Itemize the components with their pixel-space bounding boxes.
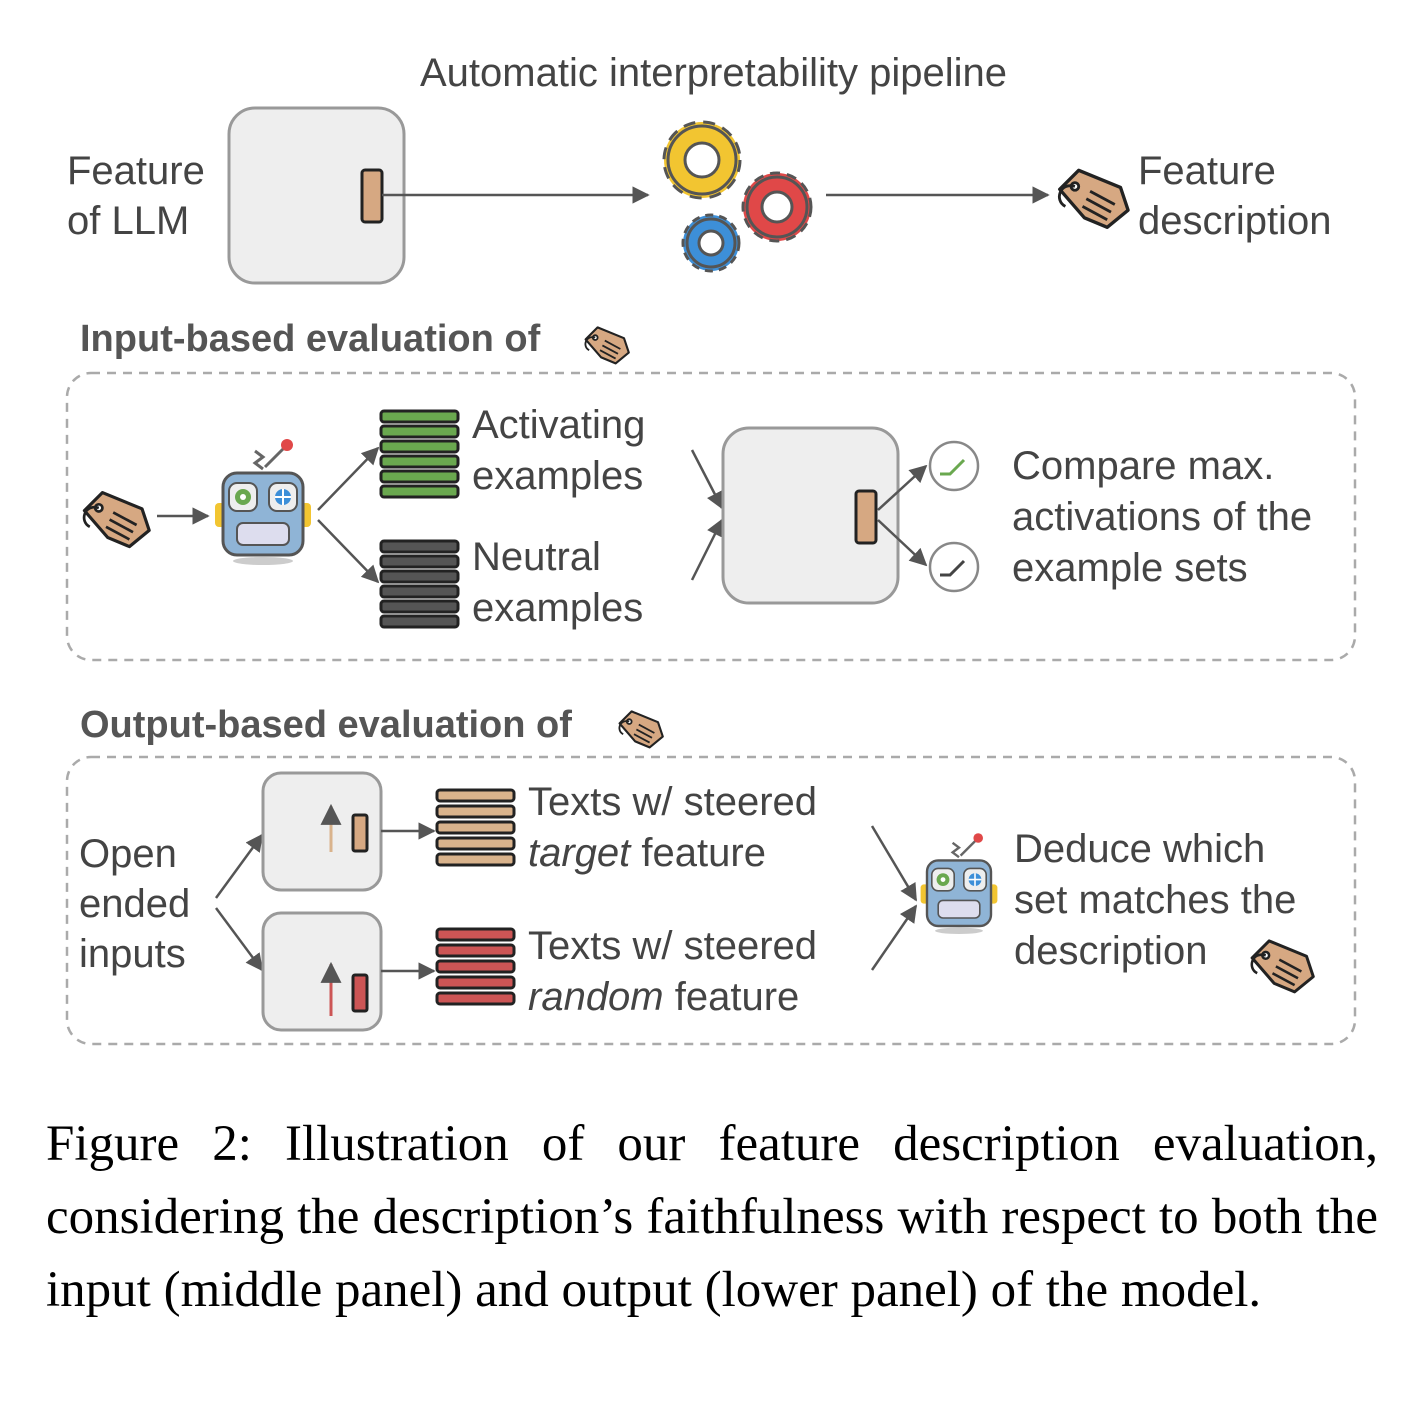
feature-neuron-target [351, 813, 369, 853]
target-text-line [435, 804, 516, 819]
activating-example-line [379, 469, 460, 484]
neutral-example-line [379, 539, 460, 554]
neutral-examples-stack [379, 539, 460, 629]
robot-icon [919, 832, 999, 936]
neutral-example-line [379, 554, 460, 569]
neutral-example-line [379, 584, 460, 599]
activating-example-line [379, 454, 460, 469]
robot-icon [213, 437, 313, 567]
activating-examples-stack [379, 409, 460, 499]
random-texts-label: Texts w/ steered random feature [528, 924, 818, 1019]
diagram [65, 106, 1357, 1046]
tag-icon [584, 326, 630, 365]
tag-icon [82, 491, 151, 549]
activating-example-line [379, 409, 460, 424]
target-texts-label: Texts w/ steered target feature [528, 780, 818, 875]
checkmark-icon [928, 440, 980, 492]
neutral-example-line [379, 614, 460, 629]
pipeline-title: Automatic interpretability pipeline [420, 51, 1007, 95]
output-panel-heading: Output-based evaluation of [80, 704, 572, 746]
feature-neuron-random [351, 973, 369, 1013]
llm-box-input [721, 426, 900, 605]
tag-icon [618, 710, 664, 749]
target-text-line [435, 836, 516, 851]
figure-caption: Figure 2: Illustration of our feature de… [46, 1116, 1378, 1318]
open-ended-inputs-label: Open ended inputs [79, 832, 191, 976]
neutral-example-line [379, 569, 460, 584]
gears-icon [662, 120, 813, 273]
deduce-label: Deduce which set matches the description [1014, 827, 1297, 973]
random-text-line [435, 975, 516, 990]
random-texts-stack [435, 927, 516, 1006]
activating-example-line [379, 424, 460, 439]
random-text-line [435, 959, 516, 974]
input-panel-border [65, 371, 1357, 662]
target-text-line [435, 852, 516, 867]
input-panel-heading: Input-based evaluation of [80, 318, 541, 360]
activating-example-line [379, 484, 460, 499]
random-text-line [435, 927, 516, 942]
target-text-line [435, 788, 516, 803]
feature-neuron-top [360, 168, 384, 224]
output-panel-border [65, 755, 1357, 1046]
compare-label: Compare max. activations of the example … [1012, 444, 1313, 590]
activating-example-line [379, 439, 460, 454]
target-text-line [435, 820, 516, 835]
target-texts-stack [435, 788, 516, 867]
random-text-line [435, 943, 516, 958]
random-text-line [435, 991, 516, 1006]
feature-neuron-input [854, 489, 878, 545]
tag-icon [1057, 168, 1130, 229]
neutral-example-line [379, 599, 460, 614]
checkmark-icon [928, 541, 980, 593]
